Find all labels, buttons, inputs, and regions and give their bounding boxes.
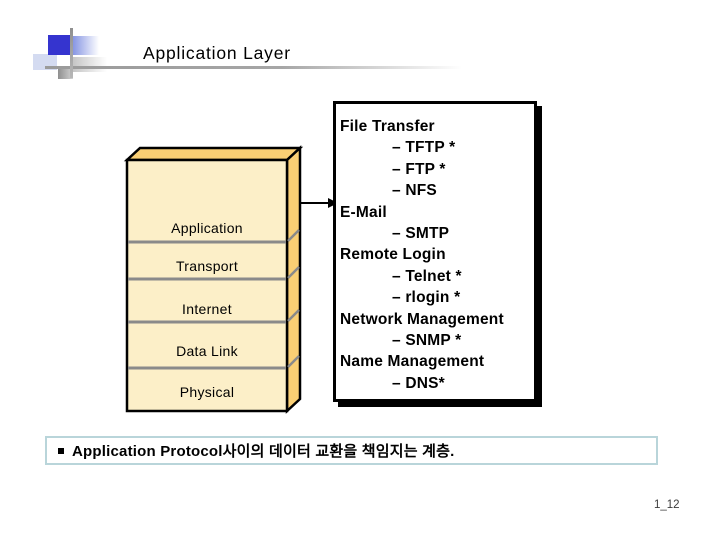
stack-layer-data-link: Data Link	[176, 343, 238, 359]
protocol-line: – TFTP *	[392, 139, 456, 157]
deco-blue-gradient	[72, 36, 99, 55]
stack-layer-physical: Physical	[179, 384, 235, 400]
protocol-line: – SNMP *	[392, 332, 462, 350]
page-title: Application Layer	[143, 43, 291, 63]
protocol-line: – SMTP	[392, 225, 450, 243]
footer-note-box: Application Protocol사이의 데이터 교환을 책임지는 계층.	[45, 436, 658, 465]
deco-blue-square	[48, 35, 71, 55]
page-number: 1_12	[654, 499, 680, 511]
protocol-line: File Transfer	[340, 118, 435, 135]
stack-layer-transport: Transport	[175, 258, 239, 274]
protocol-line: – Telnet *	[392, 267, 462, 285]
protocol-line: E-Mail	[340, 203, 387, 221]
deco-vertical-line	[70, 28, 73, 78]
square-bullet-icon	[58, 447, 64, 454]
protocol-line: – rlogin *	[392, 289, 461, 307]
footer-note-text: Application Protocol사이의 데이터 교환을 책임지는 계층.	[72, 443, 455, 460]
protocols-box: File Transfer – TFTP * – FTP * – NFS E-M…	[333, 101, 537, 402]
protocol-line: – DNS*	[392, 374, 445, 392]
stack-layer-internet: Internet	[182, 301, 232, 317]
protocol-line: Name Management	[340, 353, 485, 371]
deco-gray-square	[58, 69, 73, 79]
protocol-line: – NFS	[392, 182, 437, 200]
stack-3d-box	[123, 145, 304, 414]
stack-layer-application: Application	[171, 220, 243, 236]
protocol-line: – FTP *	[392, 160, 446, 178]
protocol-line: Remote Login	[340, 246, 446, 264]
title-underline	[45, 66, 475, 69]
protocol-line: Network Management	[340, 310, 504, 328]
